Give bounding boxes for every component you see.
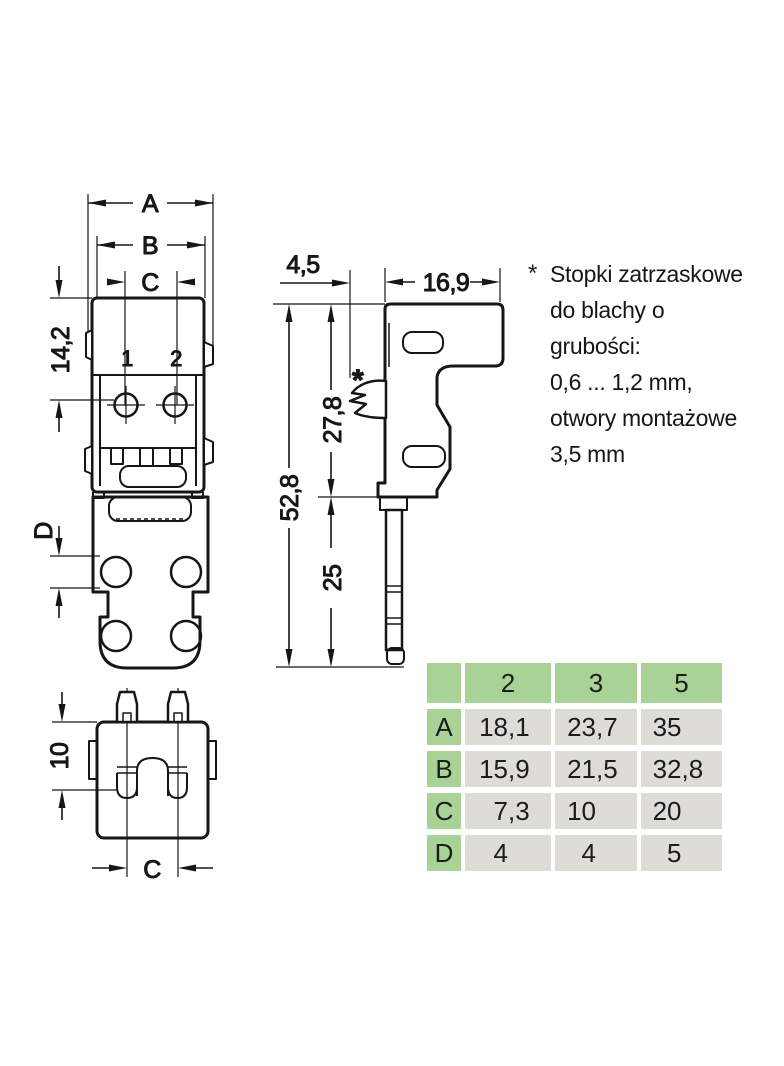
footnote-line: Stopki zatrzaskowe (550, 261, 743, 287)
front-view: A B C 14,2 D 1 2 (30, 190, 214, 670)
dim-52-8-label: 52,8 (276, 475, 304, 522)
table-value-cell: 7,3 (465, 793, 551, 829)
value-integer-part: 4 (581, 837, 596, 868)
footnote-line: 0,6 ... 1,2 mm, (550, 369, 693, 395)
value-fraction-part: ,1 (508, 711, 530, 742)
table-value-cell: 23,7 (555, 709, 637, 745)
mounting-holes (99, 555, 203, 653)
side-latch-tabs (84, 329, 214, 475)
side-body-outline (376, 302, 505, 499)
table-value-cell: 5 (641, 835, 722, 871)
footnote-line: do blachy o (550, 297, 665, 323)
value-fraction-part: ,3 (508, 795, 530, 826)
snap-foot-asterisk: * (352, 364, 364, 397)
snap-foot (348, 379, 388, 420)
dim-14-2-label: 14,2 (47, 327, 75, 374)
dim-c-pitch-label: C (143, 856, 161, 884)
footnote: * Stopki zatrzaskowe do blachy o grubośc… (528, 256, 784, 472)
table-value-cell: 35 (641, 709, 722, 745)
plate-profile (379, 496, 408, 665)
footnote-marker: * (528, 260, 538, 287)
table-col-header: 5 (641, 663, 722, 703)
value-integer-part: 10 (567, 795, 596, 826)
value-fraction-part: ,7 (596, 711, 618, 742)
value-fraction-part: ,9 (508, 753, 530, 784)
pole-2-label: 2 (170, 346, 182, 371)
side-slot-lower (402, 445, 446, 468)
table-value-cell: 20 (641, 793, 722, 829)
table-value-cell: 18,1 (465, 709, 551, 745)
table-col-header: 2 (465, 663, 551, 703)
dim-25-label: 25 (319, 565, 347, 592)
table-row-label: D (427, 835, 461, 871)
arrowheads (285, 278, 500, 667)
table-corner-cell (427, 663, 461, 703)
dim-16-9-label: 16,9 (423, 269, 470, 297)
value-integer-part: 32 (652, 753, 682, 784)
value-fraction-part: ,8 (681, 753, 704, 784)
test-port-1 (113, 392, 139, 418)
center-arch (136, 757, 169, 796)
table-value-cell: 4 (555, 835, 637, 871)
mounting-plate-outline (91, 495, 210, 670)
table-value-cell: 10 (555, 793, 637, 829)
extension-lines (52, 688, 179, 877)
value-integer-part: 5 (667, 837, 682, 868)
housing-outline (90, 296, 206, 494)
table-row-label: B (427, 751, 461, 787)
bottom-body-outline (95, 720, 210, 840)
extension-lines (273, 268, 501, 668)
dim-c-label: C (141, 269, 159, 297)
table-row-label: C (427, 793, 461, 829)
slot-channels (116, 773, 188, 799)
footnote-line: grubości: (550, 333, 641, 359)
dim-d-label: D (30, 522, 58, 540)
test-port-2 (162, 392, 188, 418)
pole-1-label: 1 (121, 346, 133, 371)
value-integer-part: 7 (493, 795, 508, 826)
value-integer-part: 4 (493, 837, 508, 868)
value-integer-part: 15 (479, 753, 508, 784)
dim-27-8-label: 27,8 (319, 397, 347, 444)
footnote-text: Stopki zatrzaskowe do blachy o grubości:… (550, 256, 743, 472)
table-value-cell: 21,5 (555, 751, 637, 787)
side-view: 4,5 16,9 52,8 27,8 25 * (273, 251, 505, 668)
arrowheads (55, 199, 213, 606)
dim-4-5-label: 4,5 (286, 251, 319, 279)
lever-parts (110, 447, 187, 488)
value-integer-part: 21 (567, 753, 596, 784)
slot-band (117, 766, 187, 774)
value-integer-part: 35 (652, 711, 682, 742)
snap-pins (115, 690, 190, 724)
value-integer-part: 20 (652, 795, 682, 826)
footnote-line: 3,5 mm (550, 441, 625, 467)
extension-lines (50, 194, 214, 589)
dim-10-label: 10 (46, 743, 74, 770)
bottom-side-tabs (88, 740, 217, 780)
table-row-label: A (427, 709, 461, 745)
value-integer-part: 18 (479, 711, 508, 742)
latch-plate-tab (108, 496, 192, 522)
table-value-cell: 15,9 (465, 751, 551, 787)
table-value-cell: 4 (465, 835, 551, 871)
side-slot-upper (402, 331, 444, 354)
dimension-lines (61, 692, 213, 869)
value-fraction-part: ,5 (596, 753, 618, 784)
bottom-view: 10 C (46, 688, 217, 885)
table-col-header: 3 (555, 663, 637, 703)
dim-a-label: A (142, 190, 159, 218)
value-integer-part: 23 (567, 711, 596, 742)
footnote-line: otwory montażowe (550, 405, 737, 431)
dim-b-label: B (142, 232, 158, 260)
table-value-cell: 32,8 (641, 751, 722, 787)
dimension-lines (280, 281, 482, 649)
pin-notches (122, 712, 183, 722)
arrowheads (58, 704, 196, 872)
